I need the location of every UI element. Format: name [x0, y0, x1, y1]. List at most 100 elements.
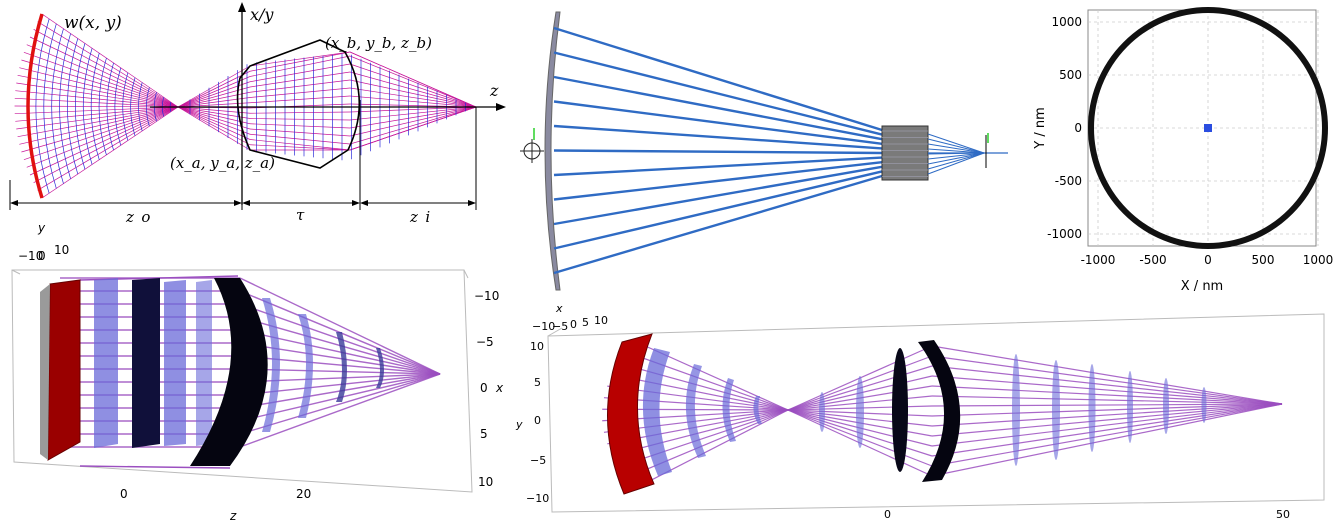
br-z-tick-2: 50: [1276, 508, 1290, 521]
mesh-ray-line: [17, 106, 179, 138]
br-x-tick-5: 10: [594, 314, 608, 327]
gray-entrance-edge: [40, 284, 50, 460]
mesh-ray-line: [15, 106, 179, 122]
bl-z-tick-2: 20: [296, 487, 311, 501]
ray-bundle: [553, 26, 883, 275]
mesh-shell-arc: [82, 48, 93, 165]
spot-y-tick: 0: [1074, 121, 1082, 135]
br-ray: [931, 403, 1283, 477]
br-shell-r7: [1163, 378, 1169, 434]
br-x-tick-3: 0: [570, 318, 577, 331]
blue-crescent-2: [298, 314, 313, 418]
cone-ray: [927, 133, 985, 154]
mesh-ray-line: [349, 79, 477, 108]
wavefront-diagram-panel: w(x, y) x/y z (x_b, y_b, z_b) (x_a, y_a,…: [0, 0, 512, 226]
mesh-shell-arc: [146, 87, 150, 127]
br-ray: [931, 403, 1283, 407]
mesh-ray-line: [249, 63, 351, 83]
mesh-ray-line: [177, 65, 251, 108]
mesh-ray-line: [29, 36, 179, 108]
mesh-ray-line: [23, 52, 179, 108]
lens-barrel-rays: [882, 130, 928, 177]
br-ray: [931, 403, 1283, 447]
wavefront-label: w(x, y): [64, 13, 122, 33]
bl-ray: [239, 277, 441, 375]
bl-z-tick-1: 0: [120, 487, 128, 501]
dim-image-label: z_i: [409, 208, 430, 225]
spot-grid: [1088, 10, 1319, 246]
br-ray: [931, 403, 1283, 417]
mesh-shell-arc: [35, 18, 50, 194]
bl-y-tick-1: −10: [18, 249, 43, 263]
br-x-tick-4: 5: [582, 316, 589, 329]
blue-crescent-4: [376, 348, 384, 388]
br-y-tick-2: 5: [534, 376, 541, 389]
mesh-ray-line: [17, 74, 179, 108]
dim-thickness-label: τ: [296, 206, 305, 224]
ray-line: [553, 165, 883, 226]
br-blue-shell-3: [722, 378, 736, 442]
mesh-ray-line: [21, 106, 179, 153]
br-ray: [631, 409, 789, 491]
mesh-ray-line: [249, 87, 351, 98]
mesh-ray-line: [349, 95, 477, 108]
br-ray: [931, 395, 1283, 405]
ray-line: [553, 174, 883, 275]
mesh-ray-line: [29, 106, 179, 176]
mesh-ray-line: [15, 90, 179, 108]
ray-line: [553, 75, 883, 141]
cone-ray: [927, 152, 985, 170]
br-y-tick-4: −5: [530, 454, 546, 467]
mesh-shell-arc: [122, 72, 129, 141]
br-z-tick-1: 0: [884, 508, 891, 521]
mesh-shell-arc: [138, 82, 143, 132]
mesh-ray-line: [14, 97, 179, 108]
bl-x-tick-1: −10: [474, 289, 499, 303]
mesh-ray-line: [249, 51, 351, 67]
mesh-ray-line: [16, 82, 179, 108]
spot-x-tick: 500: [1252, 253, 1275, 267]
mesh-shell-arc: [90, 53, 100, 160]
br-bbox-outline: [547, 313, 1325, 513]
blue-slice-1: [94, 278, 118, 448]
mesh-ray-line: [177, 106, 251, 135]
bl-x-tick-2: −5: [476, 335, 494, 349]
mesh-ray-line: [349, 106, 477, 151]
ray-line: [553, 149, 883, 155]
spot-x-tick: 1000: [1303, 253, 1334, 267]
black-meniscus-lens: [190, 278, 268, 466]
double-cone-3d: x −10 −5 0 5 10 10 5 0 y −5 −10 0 50: [515, 302, 1325, 521]
vertical-axis-arrow: [238, 2, 246, 12]
ray-line: [553, 161, 883, 201]
mesh-ray-line: [177, 86, 251, 108]
mesh-ray-line: [249, 139, 351, 151]
br-ray: [617, 362, 789, 411]
mesh-shell-arc: [130, 77, 136, 136]
bl-x-tick-3: 0: [480, 381, 488, 395]
bl-x-tick-5: 10: [478, 475, 493, 489]
spot-x-tick: -500: [1139, 253, 1166, 267]
mesh-ray-line: [177, 70, 251, 108]
horizontal-axis-label: z: [489, 81, 499, 100]
mesh-ray-line: [41, 13, 179, 108]
mesh-ray-line: [249, 118, 351, 121]
red-entrance-surface: [47, 279, 81, 461]
mesh-ray-line: [349, 106, 477, 129]
spot-y-tick: 1000: [1051, 15, 1082, 29]
mesh-ray-line: [349, 106, 477, 137]
mesh-ray-line: [349, 106, 477, 121]
mesh-ray-line: [33, 29, 179, 108]
mesh-ray-line: [249, 144, 351, 151]
mesh-ray-line: [37, 21, 179, 108]
vertical-axis-label: x/y: [250, 5, 274, 24]
ray-trace-panel: [520, 0, 1020, 295]
br-ray: [931, 385, 1283, 405]
spot-y-tick: -500: [1055, 174, 1082, 188]
mesh-ray-line: [249, 71, 351, 88]
mesh-ray-line: [249, 111, 351, 114]
br-x-axis-label: x: [555, 302, 563, 315]
bl-z-axis-label: z: [229, 509, 237, 522]
ray-line: [553, 26, 883, 132]
mesh-ray-line: [26, 106, 179, 168]
